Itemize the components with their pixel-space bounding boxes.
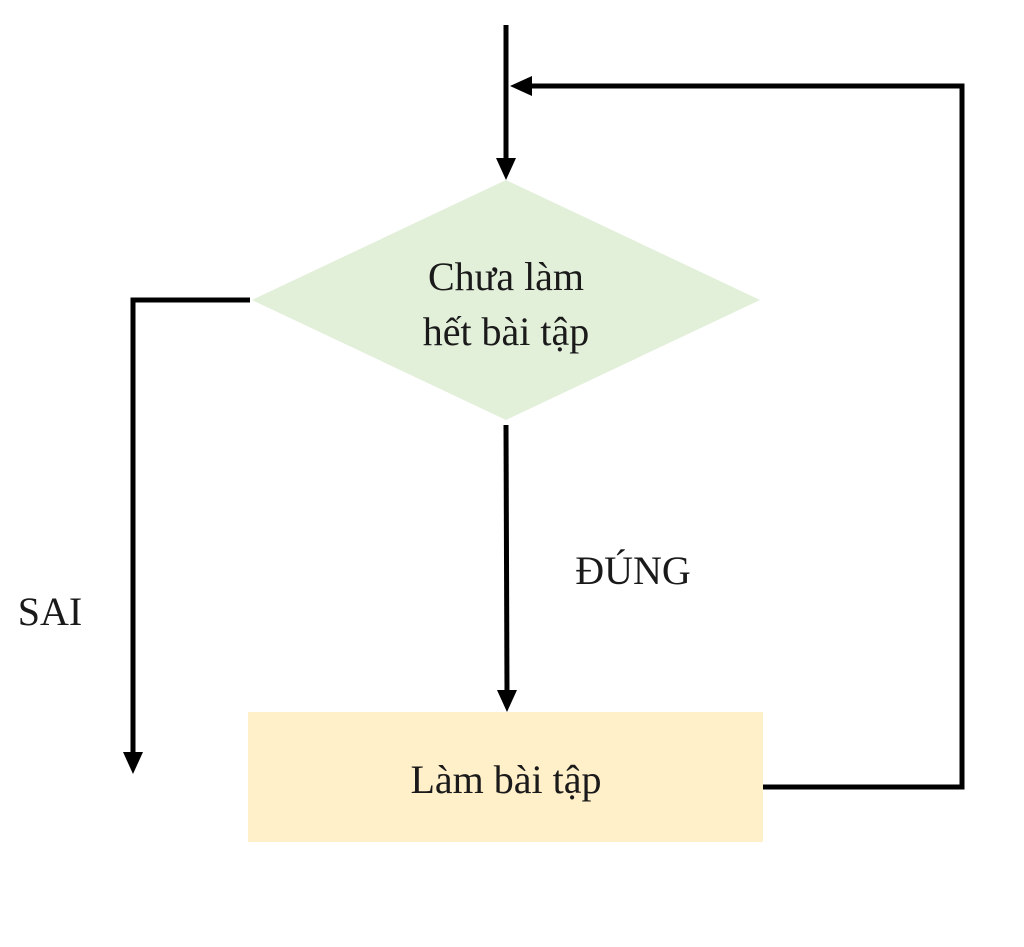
false-branch-label: SAI xyxy=(18,589,82,634)
process-box xyxy=(248,712,763,842)
decision-text-line2: hết bài tập xyxy=(423,309,590,354)
decision-diamond xyxy=(252,180,760,420)
entry-arrowhead xyxy=(496,158,516,180)
loop-back-arrowhead xyxy=(510,76,532,96)
true-branch-line xyxy=(503,424,510,695)
false-branch-arrowhead xyxy=(123,752,143,774)
true-branch-label: ĐÚNG xyxy=(575,548,691,593)
process-text: Làm bài tập xyxy=(410,757,601,802)
true-branch-arrowhead xyxy=(497,690,517,712)
false-branch-line xyxy=(130,297,250,756)
decision-text-line1: Chưa làm xyxy=(428,254,584,299)
loop-back-line xyxy=(528,83,965,790)
